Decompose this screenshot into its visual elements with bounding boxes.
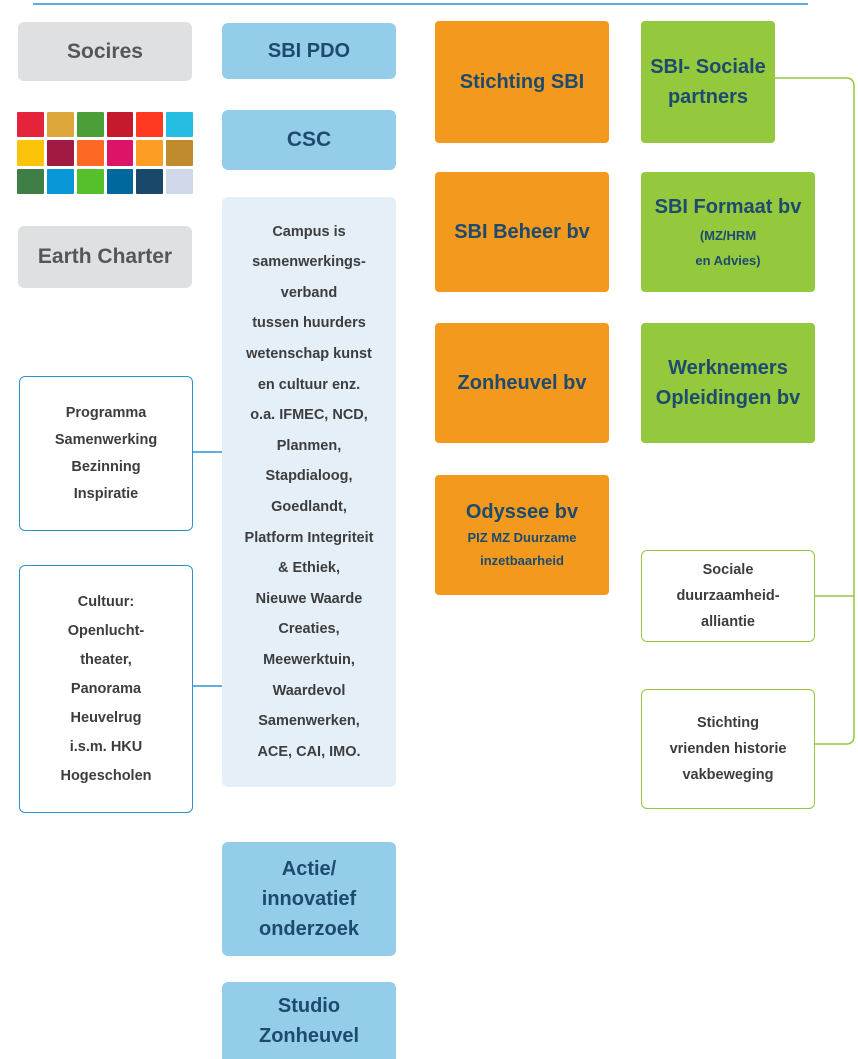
sdg-tile-icon [46,168,74,194]
sdg-tile-icon [46,140,74,166]
historie-box: Stichting vrienden historie vakbeweging [641,689,815,809]
sdg-tile-icon [76,168,104,194]
sbi-beheer-box: SBI Beheer bv [435,172,609,292]
werknemers-opleidingen-box: Werknemers Opleidingen bv [641,323,815,443]
odyssee-title: Odyssee bv [465,501,579,523]
formaat-title: SBI Formaat bv [654,196,802,218]
zonheuvel-bv-box: Zonheuvel bv [435,323,609,443]
sdg-tile-icon [106,112,134,138]
sdg-tile-icon [166,112,193,138]
sdg-tile-icon [166,168,193,194]
studio-zonheuvel-box: Studio Zonheuvel [222,982,396,1059]
sdg-tile-icon [136,168,164,194]
sociale-partners-box: SBI- Sociale partners [641,21,775,143]
sdg-tile-icon [166,140,193,166]
sdg-logo-grid [17,112,193,194]
sdg-tile-icon [17,112,44,138]
sdg-tile-icon [106,168,134,194]
actie-onderzoek-box: Actie/ innovatief onderzoek [222,842,396,956]
socires-box: Socires [18,22,192,81]
earth-charter-box: Earth Charter [18,226,192,288]
alliantie-box: Sociale duurzaamheid- alliantie [641,550,815,642]
sdg-tile-icon [136,112,164,138]
sdg-tile-icon [76,140,104,166]
campus-box: Campus is samenwerkings- verband tussen … [222,197,396,787]
formaat-sub-1: (MZ/HRM [699,228,757,243]
sbi-formaat-box: SBI Formaat bv (MZ/HRM en Advies) [641,172,815,292]
programma-box: Programma Samenwerking Bezinning Inspira… [19,376,193,531]
odyssee-box: Odyssee bv PIZ MZ Duurzame inzetbaarheid [435,475,609,595]
sdg-tile-icon [46,112,74,138]
sdg-tile-icon [17,168,44,194]
sociale-partners-bracket [775,77,855,745]
cultuur-box: Cultuur: Openlucht- theater, Panorama He… [19,565,193,813]
formaat-sub-2: en Advies) [695,253,761,268]
sdg-tile-icon [106,140,134,166]
csc-box: CSC [222,110,396,170]
sbi-pdo-box: SBI PDO [222,23,396,79]
sdg-tile-icon [136,140,164,166]
odyssee-subtitle: PIZ MZ Duurzame inzetbaarheid [467,530,577,568]
sdg-tile-icon [76,112,104,138]
stichting-sbi-box: Stichting SBI [435,21,609,143]
sdg-tile-icon [17,140,44,166]
